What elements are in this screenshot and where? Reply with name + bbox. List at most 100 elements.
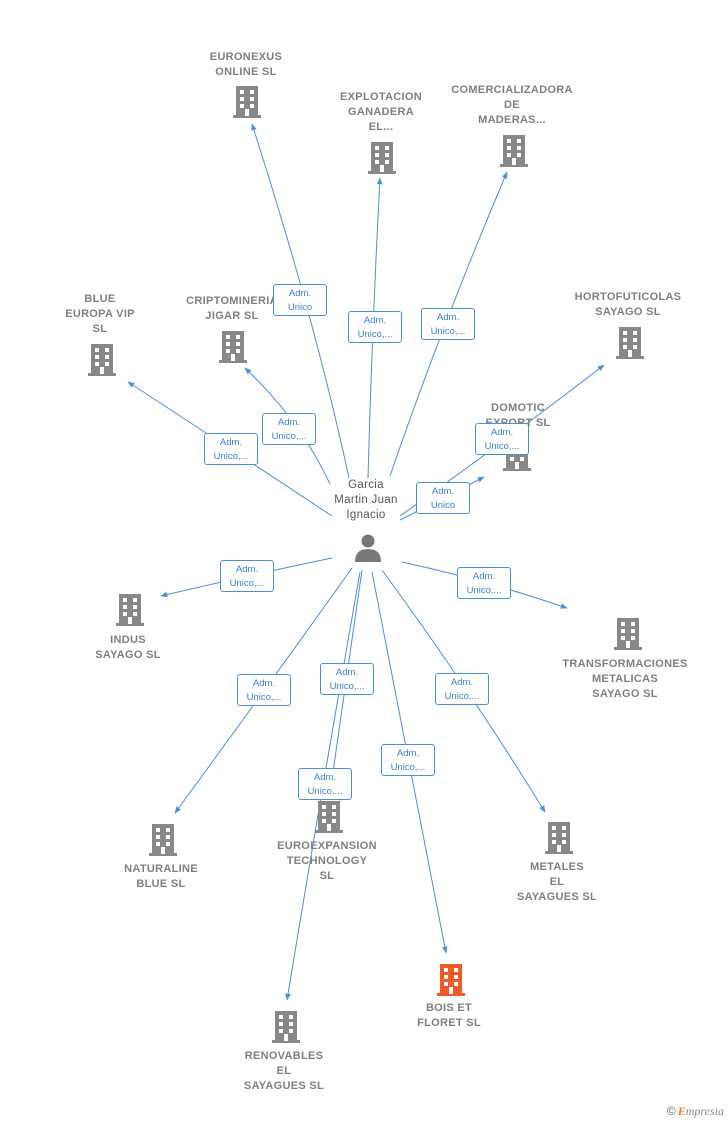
role-badge-line: Adm. <box>277 417 301 428</box>
person-label-line: Garcia <box>348 479 384 491</box>
company-label-line: DOMOTIC <box>490 402 546 414</box>
metales-building-icon[interactable] <box>545 822 573 854</box>
role-badge-line: Adm. <box>396 748 420 759</box>
indus-building-icon[interactable] <box>116 594 144 626</box>
role-badge-explotacion[interactable]: Adm.Unico,... <box>348 311 402 343</box>
company-label-line: DE <box>504 99 520 111</box>
blue-europa-building-icon[interactable] <box>88 344 116 376</box>
company-label-comercializadora[interactable]: COMERCIALIZADORA DE MADERAS... <box>451 83 573 128</box>
company-label-line: SAYAGUES SL <box>243 1080 325 1092</box>
brand-footer: ©Empresia <box>667 1104 724 1119</box>
company-label-line: SAYAGO SL <box>95 649 161 661</box>
company-label-line: BOIS ET <box>425 1002 473 1014</box>
company-label-explotacion[interactable]: EXPLOTACION GANADERA EL... <box>340 90 422 135</box>
company-label-line: EUROEXPANSION <box>277 840 377 852</box>
brand-name: mpresia <box>685 1104 724 1118</box>
role-badge-line: Unico,... <box>271 431 307 442</box>
company-label-line: RENOVABLES <box>244 1050 324 1062</box>
role-badge-line: Unico,... <box>307 786 343 797</box>
company-label-line: EXPLOTACION <box>340 91 422 103</box>
company-label-line: BLUE SL <box>136 878 186 890</box>
role-badge-line: Unico,... <box>229 578 265 589</box>
company-label-line: EL... <box>368 121 394 133</box>
role-badge-hortofuticolas[interactable]: Adm. Unico,... <box>475 423 529 455</box>
role-badge-line: Unico,... <box>390 762 426 773</box>
role-badge-line: Unico <box>430 500 456 511</box>
company-label-line: SAYAGO SL <box>592 688 658 700</box>
role-badge-euronexus[interactable]: Adm.Unico <box>273 284 327 316</box>
role-badge-renovables[interactable]: Adm. Unico,... <box>298 768 352 800</box>
company-label-line: MADERAS... <box>478 114 546 126</box>
role-badge-metales[interactable]: Adm.Unico,... <box>435 673 489 705</box>
company-label-line: SL <box>319 870 335 882</box>
role-badge-transformaciones[interactable]: Adm. Unico,... <box>457 567 511 599</box>
role-badge-naturaline[interactable]: Adm. Unico,... <box>237 674 291 706</box>
naturaline-building-icon[interactable] <box>149 824 177 856</box>
role-badge-line: Unico,... <box>484 441 520 452</box>
company-label-renovables[interactable]: RENOVABLES EL SAYAGUES SL <box>244 1049 324 1094</box>
brand-initial: E <box>677 1104 686 1118</box>
euroexpansion-building-icon[interactable] <box>315 801 343 833</box>
role-badge-line: Adm. <box>235 564 259 575</box>
comercializadora-building-icon[interactable] <box>500 135 528 167</box>
company-label-line: SAYAGUES SL <box>516 891 598 903</box>
role-badge-line: Unico,... <box>466 585 502 596</box>
explotacion-building-icon[interactable] <box>368 142 396 174</box>
company-label-line: TRANSFORMACIONES <box>562 658 688 670</box>
role-badge-domotic[interactable]: Adm. Unico <box>416 482 470 514</box>
criptomineria-building-icon[interactable] <box>219 331 247 363</box>
company-label-line: FLORET SL <box>417 1017 481 1029</box>
bois-building-icon[interactable] <box>437 964 465 996</box>
company-label-line: EL <box>276 1065 292 1077</box>
company-label-euroexpansion[interactable]: EUROEXPANSION TECHNOLOGY SL <box>277 839 377 884</box>
company-label-line: COMERCIALIZADORA <box>451 84 573 96</box>
company-label-transformaciones[interactable]: TRANSFORMACIONES METALICAS SAYAGO SL <box>562 657 687 702</box>
company-label-line: INDUS <box>110 634 146 646</box>
role-badge-line: Adm. <box>219 437 243 448</box>
role-badge-comercializadora[interactable]: Adm. Unico,... <box>421 308 475 340</box>
role-badge-euroexpansion[interactable]: Adm.Unico,... <box>320 663 374 695</box>
company-label-line: GANADERA <box>348 106 414 118</box>
company-label-line: EL <box>549 876 565 888</box>
company-label-line: TECHNOLOGY <box>286 855 368 867</box>
role-badge-line: Unico,... <box>430 326 466 337</box>
role-badge-bois[interactable]: Adm. Unico,... <box>381 744 435 776</box>
role-badge-criptomineria[interactable]: Adm. Unico,... <box>262 413 316 445</box>
renovables-building-icon[interactable] <box>272 1011 300 1043</box>
person-label-line: Martin Juan <box>334 494 398 506</box>
role-badge-line: Adm. <box>490 427 514 438</box>
euronexus-building-icon[interactable] <box>233 86 261 118</box>
role-badge-line: Adm. <box>436 312 460 323</box>
role-badge-line: Adm. <box>472 571 496 582</box>
company-label-line: METALICAS <box>591 673 659 685</box>
role-badge-line: Unico <box>287 302 313 313</box>
hortofuticolas-building-icon[interactable] <box>616 327 644 359</box>
company-label-indus[interactable]: INDUS SAYAGO SL <box>95 633 160 663</box>
role-badge-line: Adm. <box>450 677 474 688</box>
company-label-line: EUROPA VIP <box>65 308 135 320</box>
transformaciones-building-icon[interactable] <box>614 618 642 650</box>
person-icon[interactable] <box>355 534 381 563</box>
role-badge-line: Unico,... <box>246 692 282 703</box>
role-badge-line: Adm. <box>252 678 276 689</box>
role-badge-line: Adm. <box>313 772 337 783</box>
company-label-naturaline[interactable]: NATURALINE BLUE SL <box>124 862 198 892</box>
company-label-line: HORTOFUTICOLAS <box>574 291 682 303</box>
role-badge-indus[interactable]: Adm. Unico,... <box>220 560 274 592</box>
role-badge-blue-europa[interactable]: Adm. Unico,... <box>204 433 258 465</box>
role-badge-line: Unico,... <box>329 681 365 692</box>
company-label-bois[interactable]: BOIS ET FLORET SL <box>417 1001 481 1031</box>
icons-layer <box>88 86 644 1043</box>
company-label-line: NATURALINE <box>124 863 198 875</box>
role-badge-line: Adm. <box>431 486 455 497</box>
copyright-symbol: © <box>666 1104 676 1118</box>
company-label-line: JIGAR SL <box>205 310 259 322</box>
role-badge-line: Unico,... <box>213 451 249 462</box>
